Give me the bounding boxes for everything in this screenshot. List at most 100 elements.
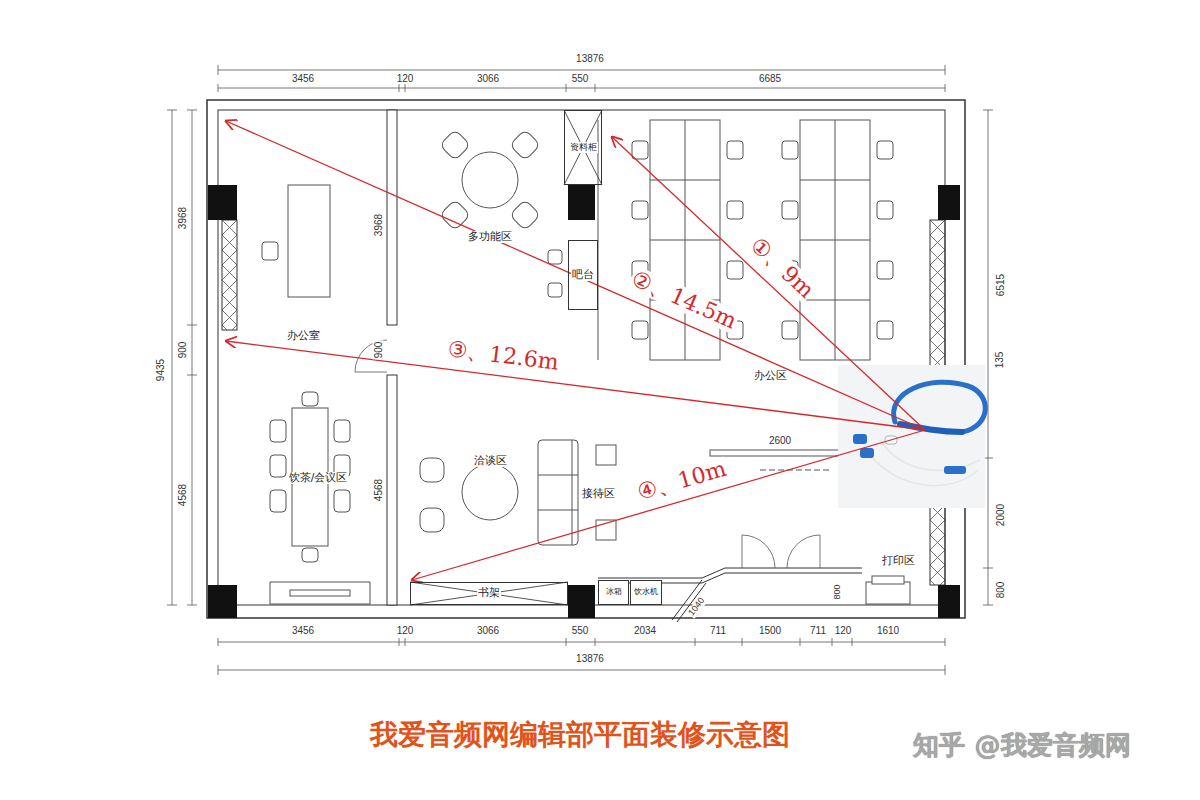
earphone-photo-part: [853, 434, 867, 444]
dimension-text: 1040: [686, 595, 707, 619]
furniture-part: [288, 185, 330, 297]
walls-part: [387, 375, 397, 605]
dimension-lines-part: [218, 84, 945, 92]
furniture-part: [262, 242, 278, 260]
area-label: 办公室: [286, 330, 321, 342]
furniture-part: [866, 582, 910, 604]
distance-label: ④、10m: [634, 457, 730, 506]
walls-part: [598, 568, 862, 622]
furniture-part: [564, 110, 602, 185]
furniture-part: [509, 199, 540, 230]
furniture-part: [877, 261, 893, 279]
distance-label: ②、14.5m: [627, 266, 741, 334]
dimension-text: 13876: [575, 53, 605, 64]
furniture-part: [877, 321, 893, 339]
furniture-part: [410, 582, 568, 605]
furniture-part: [800, 120, 870, 360]
furniture-part: [548, 283, 562, 297]
distance-arrows-part: [412, 430, 925, 580]
earphone-photo-part: [894, 382, 986, 432]
walls-part: [938, 585, 960, 618]
distance-label: ③、12.6m: [445, 337, 561, 375]
dimension-text: 711: [809, 625, 827, 636]
dimension-lines: [167, 65, 993, 675]
furniture-part: [538, 440, 578, 545]
furniture-box: 资料柜: [564, 110, 602, 185]
dimension-lines-part: [983, 110, 993, 605]
furniture-part: [596, 445, 616, 465]
distance-arrows-part: [226, 121, 925, 430]
walls-part: [387, 110, 397, 325]
dimension-text: 711: [709, 625, 727, 636]
dimension-text: 120: [834, 625, 853, 636]
dimension-lines-part: [187, 110, 197, 605]
furniture-part: [632, 141, 648, 159]
earphone-photo-part: [860, 448, 874, 458]
furniture-part: [462, 152, 518, 208]
distance-label: ①、9m: [745, 232, 819, 303]
furniture-part: [420, 508, 444, 532]
furniture-part: [270, 490, 286, 512]
furniture-part: [509, 129, 540, 160]
dimension-text: 3066: [476, 73, 500, 84]
dimension-text: 9435: [155, 358, 166, 382]
furniture-part: [302, 548, 318, 562]
dimension-text: 120: [396, 73, 415, 84]
area-label: 饮茶/会议区: [288, 472, 349, 484]
furniture-part: [872, 576, 904, 584]
furniture-part: [538, 440, 578, 545]
furniture-part: [632, 201, 648, 219]
dimension-text: 6685: [758, 73, 782, 84]
walls-part: [208, 185, 237, 220]
dimension-text: 550: [571, 625, 590, 636]
furniture-part: [782, 141, 798, 159]
earphone-photo-part: [838, 365, 985, 508]
dimension-text: 3968: [177, 206, 188, 230]
dimension-text: 4568: [373, 478, 384, 502]
earphone-photo: [838, 365, 985, 508]
box-label: 饮水机: [633, 588, 659, 597]
walls-part: [222, 220, 237, 330]
furniture-part: [727, 261, 743, 279]
furniture-box: 饮水机: [630, 580, 662, 605]
dimension-text: 3066: [476, 625, 500, 636]
furniture-box: 冰箱: [598, 580, 629, 605]
furniture-part: [420, 458, 444, 482]
furniture-part: [290, 590, 350, 596]
furniture-part: [439, 129, 470, 160]
dimension-text: 13876: [575, 653, 605, 664]
dimension-lines-part: [167, 110, 177, 605]
box-label: 冰箱: [605, 588, 623, 597]
earphone-photo-part: [870, 440, 980, 486]
walls-part: [742, 535, 820, 568]
furniture-part: [760, 470, 830, 471]
dimension-text: 2034: [633, 625, 657, 636]
dimension-text: 800: [833, 583, 843, 600]
furniture-part: [439, 199, 470, 230]
walls-part: [568, 185, 595, 220]
walls: [207, 100, 965, 622]
furniture-part: [877, 141, 893, 159]
furniture-part: [727, 201, 743, 219]
walls-part: [218, 110, 945, 605]
furniture-part: [782, 201, 798, 219]
box-label: 吧台: [571, 269, 595, 281]
distance-arrows-part: [612, 137, 925, 430]
furniture-part: [270, 420, 286, 442]
area-label: 多功能区: [467, 231, 513, 243]
dimension-text: 2600: [768, 435, 792, 446]
dimension-lines-part: [218, 638, 945, 646]
furniture-part: [548, 250, 562, 264]
box-label: 资料柜: [569, 142, 598, 152]
distance-arrows-part: [226, 341, 925, 430]
dimension-text: 1610: [876, 625, 900, 636]
furniture-part: [302, 392, 318, 406]
dimension-text: 550: [571, 73, 590, 84]
walls-part: [938, 185, 960, 220]
dimension-lines-part: [218, 665, 945, 675]
dimension-text: 135: [994, 351, 1005, 370]
dimension-text: 3968: [373, 213, 384, 237]
